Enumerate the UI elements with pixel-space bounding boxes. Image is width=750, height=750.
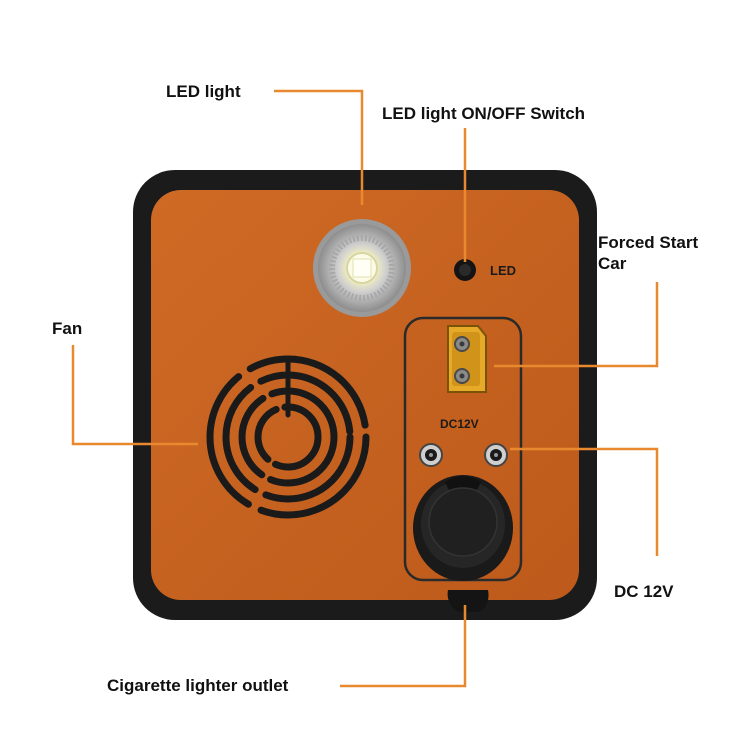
label-fan: Fan <box>52 319 83 338</box>
leader-dc <box>510 447 659 556</box>
fan-grille-icon <box>206 355 370 519</box>
leader-lines <box>71 89 659 688</box>
label-forced-start-line1: Forced Start <box>598 233 699 252</box>
led-tag: LED <box>490 263 516 278</box>
leader-led-light <box>274 89 364 205</box>
leader-fan <box>71 345 198 446</box>
label-cigarette-outlet: Cigarette lighter outlet <box>107 676 289 695</box>
dc-jack-icon <box>419 443 508 467</box>
led-switch-icon <box>454 259 476 281</box>
label-led-light: LED light <box>166 82 241 101</box>
forced-start-connector-icon <box>447 325 487 393</box>
label-dc-12v: DC 12V <box>614 582 674 601</box>
cigarette-socket-icon <box>413 475 513 612</box>
leader-cigarette <box>340 605 467 688</box>
label-forced-start-line2: Car <box>598 254 627 273</box>
led-light-icon <box>313 219 411 317</box>
dc12v-tag: DC12V <box>440 417 479 431</box>
label-led-switch: LED light ON/OFF Switch <box>382 104 586 123</box>
leader-forced-start <box>494 282 659 368</box>
